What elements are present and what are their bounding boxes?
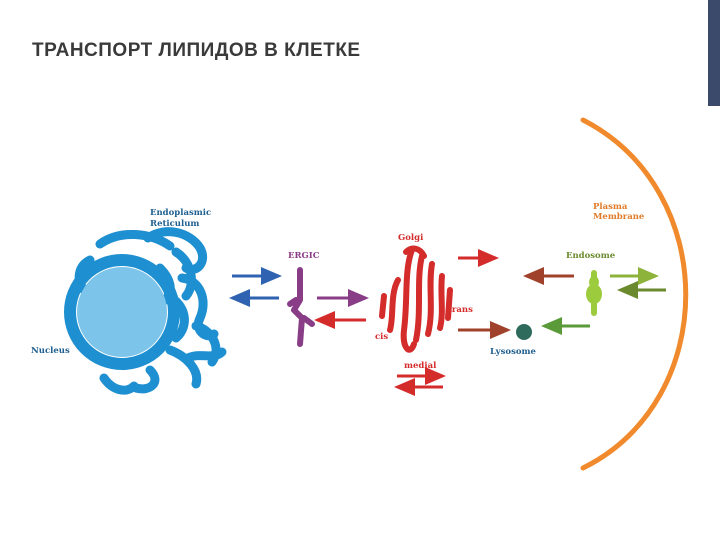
plasma-membrane-label-line2: Membrane: [593, 212, 645, 222]
er-label-line1: Endoplasmic: [150, 208, 211, 218]
accent-bar: [708, 0, 720, 106]
ergic-structure: [287, 267, 315, 347]
golgi-label: Golgi: [398, 233, 424, 243]
golgi-medial-label: medial: [404, 361, 437, 371]
lysosome: [516, 324, 532, 340]
plasma-membrane: [580, 117, 689, 471]
golgi-cis-label: cis: [375, 332, 388, 342]
plasma-membrane-label-line1: Plasma: [593, 202, 628, 212]
slide-title: ТРАНСПОРТ ЛИПИДОВ В КЛЕТКЕ: [32, 40, 361, 61]
endoplasmic-reticulum: [64, 227, 227, 395]
nucleus-label: Nucleus: [31, 346, 70, 356]
ergic-label: ERGIC: [288, 251, 320, 261]
golgi-apparatus: [379, 245, 453, 353]
er-label-line2: Reticulum: [150, 219, 199, 229]
lysosome-label: Lysosome: [490, 347, 537, 357]
golgi-trans-label: trans: [448, 305, 473, 315]
endosome-label: Endosome: [566, 251, 616, 261]
nucleus: [77, 267, 167, 357]
endosome: [586, 270, 602, 316]
